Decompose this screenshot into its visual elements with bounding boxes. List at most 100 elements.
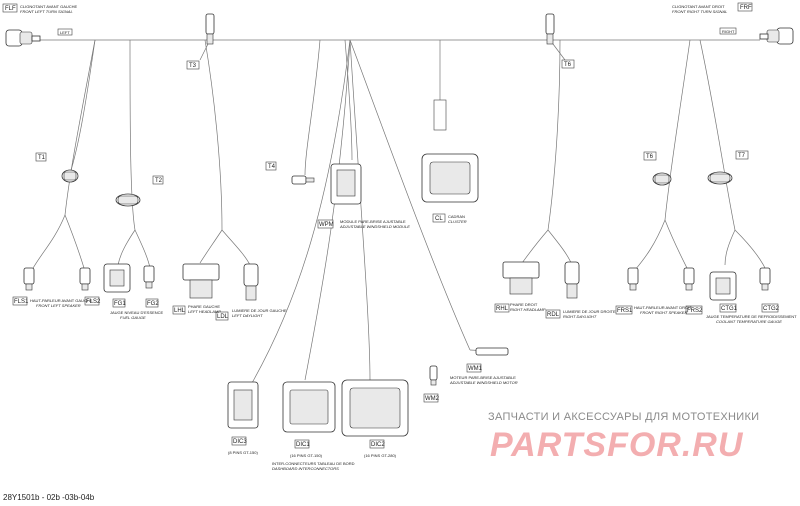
wire-trunk-to-left-branch [64, 39, 96, 216]
rhl-label-box [494, 303, 510, 313]
wire-to-t4 [304, 39, 321, 176]
rdl-caption-en: RIGHT DAYLIGHT [563, 314, 597, 319]
wire-to-left-lamps [204, 39, 223, 231]
cluster-connector-body [429, 161, 471, 195]
t6-terminal-body [654, 174, 670, 184]
frs1-label-box [615, 305, 633, 315]
t6-top-plug-body [546, 33, 554, 45]
t6a-label: T6 [564, 62, 572, 68]
wire-to-frs2 [664, 219, 689, 271]
ctg2-label: CTG2 [763, 306, 780, 312]
left-tag: LEFT [60, 30, 70, 35]
frs2-connector [683, 267, 695, 285]
wire-to-fls2 [64, 214, 85, 269]
fls-caption-fr: HAUT-PARLEUR AVANT GAUCHE [30, 298, 93, 303]
wire-to-ctg2 [734, 229, 766, 269]
dic2-label: DIC2 [371, 442, 385, 448]
wire-to-dic1 [304, 39, 351, 381]
t2-label-box [152, 175, 164, 185]
wire-to-fg2 [134, 229, 151, 269]
rhl-caption-fr: PHARE DROIT [510, 302, 538, 307]
ldl-label-box [215, 311, 229, 321]
wm1-label: WM1 [468, 366, 483, 372]
fg1-connector-body [109, 269, 125, 287]
frs1-label: FRS1 [617, 308, 633, 314]
wire-to-rdl [547, 229, 573, 266]
t6-top-terminal: T6 [545, 13, 575, 69]
harness-wires [31, 39, 766, 391]
dic1-connector-body [289, 389, 329, 425]
wm2-connector-tip [430, 379, 437, 386]
wire-to-ctg1 [724, 229, 736, 266]
t6-top-plug [545, 13, 555, 35]
wm-caption-en: ADJUSTABLE WINDSHIELD MOTOR [449, 380, 518, 385]
dic2-pins: (16 PINS GT-280) [364, 453, 397, 458]
frf-label-box [737, 2, 753, 12]
coolant-temperature-gauge: CTG1 CTG2 JAUGE TEMPERATURE DE REFROIDIS… [706, 267, 797, 324]
frs2-connector-tip [685, 283, 693, 291]
fls2-label: FLS2 [86, 299, 101, 305]
t1-terminal-body [63, 171, 77, 181]
lhl-label: LHL [174, 308, 186, 314]
t2-label: T2 [155, 178, 163, 184]
fg1-label: FG1 [114, 301, 126, 307]
t4-terminal-tip [305, 177, 315, 183]
fls1-label-box [12, 296, 28, 306]
document-id: 28Y1501b - 02b -03b-04b [3, 493, 95, 502]
wire-to-dic3 [247, 39, 351, 391]
fls1-label: FLS1 [14, 299, 29, 305]
ldl-caption-en: LEFT DAYLIGHT [232, 313, 263, 318]
fuel-gauge: FG1 FG2 JAUGE NIVEAU D'ESSENCE FUEL GAUG… [103, 263, 164, 320]
t7-label-box [735, 150, 749, 160]
windshield-module: T4 WPM MODULE PARE-BRISE AJUSTABLE ADJUS… [265, 161, 410, 229]
wire-to-wpm [344, 39, 353, 161]
fls1-connector [23, 267, 35, 285]
t2-terminal-body [117, 195, 139, 205]
ctg-caption-en: COOLANT TEMPERATURE GAUGE [716, 319, 782, 324]
wire-to-fls1 [31, 214, 66, 271]
rhl-caption-en: RIGHT HEADLAMP [510, 307, 546, 312]
frf-connector-tab [759, 33, 769, 40]
frs2-label-box [685, 305, 703, 315]
front-left-turn-signal: FLF CLIGNOTANT AVANT GAUCHE FRONT LEFT T… [2, 3, 78, 47]
dashboard-interconnectors: DIC3 (8 PINS GT-150) DIC1 (16 PINS GT-15… [227, 379, 409, 471]
fls2-label-box [84, 296, 100, 306]
wm1-label-box [466, 363, 482, 373]
cl-label-box [432, 213, 446, 223]
frf-connector [776, 27, 794, 45]
t1-label-box [35, 152, 47, 162]
fg-caption-fr: JAUGE NIVEAU D'ESSENCE [110, 310, 164, 315]
rhl-connector [502, 261, 540, 279]
flf-caption-en: FRONT LEFT TURN SIGNAL [20, 9, 73, 14]
ctg1-label: CTG1 [721, 306, 738, 312]
fg2-connector [143, 265, 155, 283]
watermark-tagline: ЗАПЧАСТИ И АКСЕССУАРЫ ДЛЯ МОТОТЕХНИКИ [488, 411, 759, 423]
ctg2-label-box [761, 303, 779, 313]
dic3-label: DIC3 [233, 439, 247, 445]
cl-caption-fr: CADRAN [448, 214, 465, 219]
dic2-label-box [369, 439, 385, 449]
dic2-connector-body [349, 387, 401, 429]
windshield-motor: WM1 WM2 MOTEUR PARE-BRISE AJUSTABLE ADJU… [423, 347, 518, 403]
wm2-label: WM2 [425, 396, 440, 402]
right-lamps: RHL RDL PHARE DROIT RIGHT HEADLAMP LUMIE… [494, 261, 616, 319]
wpm-caption-fr: MODULE PARE-BRISE AJUSTABLE [340, 219, 406, 224]
wire-to-dic2 [349, 39, 371, 381]
ldl-label: LDL [217, 314, 229, 320]
dic3-pins: (8 PINS GT-150) [228, 450, 258, 455]
wpm-label-box [317, 219, 334, 229]
cluster: CL CADRAN CLUSTER [421, 99, 479, 224]
lhl-caption-en: LEFT HEADLAMP [188, 309, 221, 314]
lhl-connector-body [189, 279, 213, 299]
wm2-connector [429, 365, 438, 381]
wpm-caption-en: ADJUSTABLE WINDSHIELD MODULE [339, 224, 410, 229]
frs1-connector-tip [629, 283, 637, 291]
wm2-label-box [423, 393, 439, 403]
dic3-label-box [231, 436, 247, 446]
right-tag: RIGHT [722, 29, 735, 34]
ctg-caption-fr: JAUGE TEMPERATURE DE REFROIDISSEMENT [706, 314, 797, 319]
wire-to-t1 [67, 39, 96, 181]
lhl-connector [182, 263, 220, 281]
wire-to-ctg [699, 39, 736, 231]
